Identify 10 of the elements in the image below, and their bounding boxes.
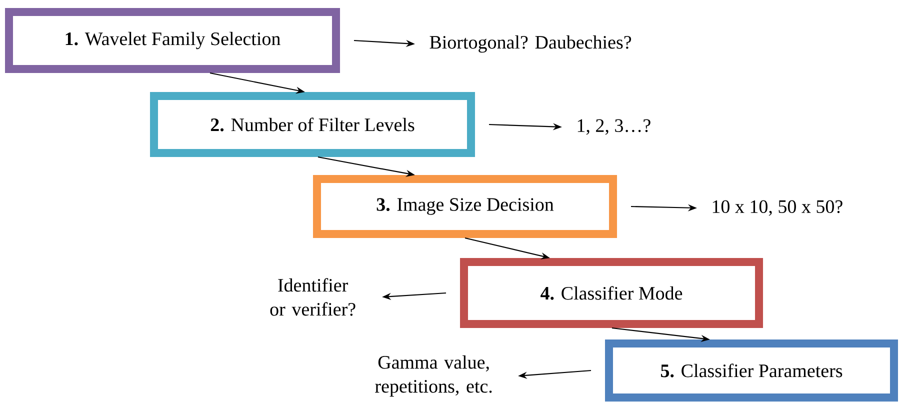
note-text: 1, 2, 3…? xyxy=(578,119,650,135)
step-box: 1. Wavelet Family Selection xyxy=(5,8,340,73)
step-box: 2. Number of Filter Levels xyxy=(150,92,475,157)
step-box: 4. Classifier Mode xyxy=(460,258,763,328)
step-box: 5. Classifier Parameters xyxy=(605,340,898,402)
step-box: 3. Image Size Decision xyxy=(313,175,617,238)
note-text: 10 x 10, 50 x 50? xyxy=(712,200,842,216)
note-text: Identifier or verifier? xyxy=(270,278,356,316)
note-text: Biortogonal? Daubechies? xyxy=(430,35,632,53)
note-text: Gamma value, repetitions, etc. xyxy=(375,355,492,397)
